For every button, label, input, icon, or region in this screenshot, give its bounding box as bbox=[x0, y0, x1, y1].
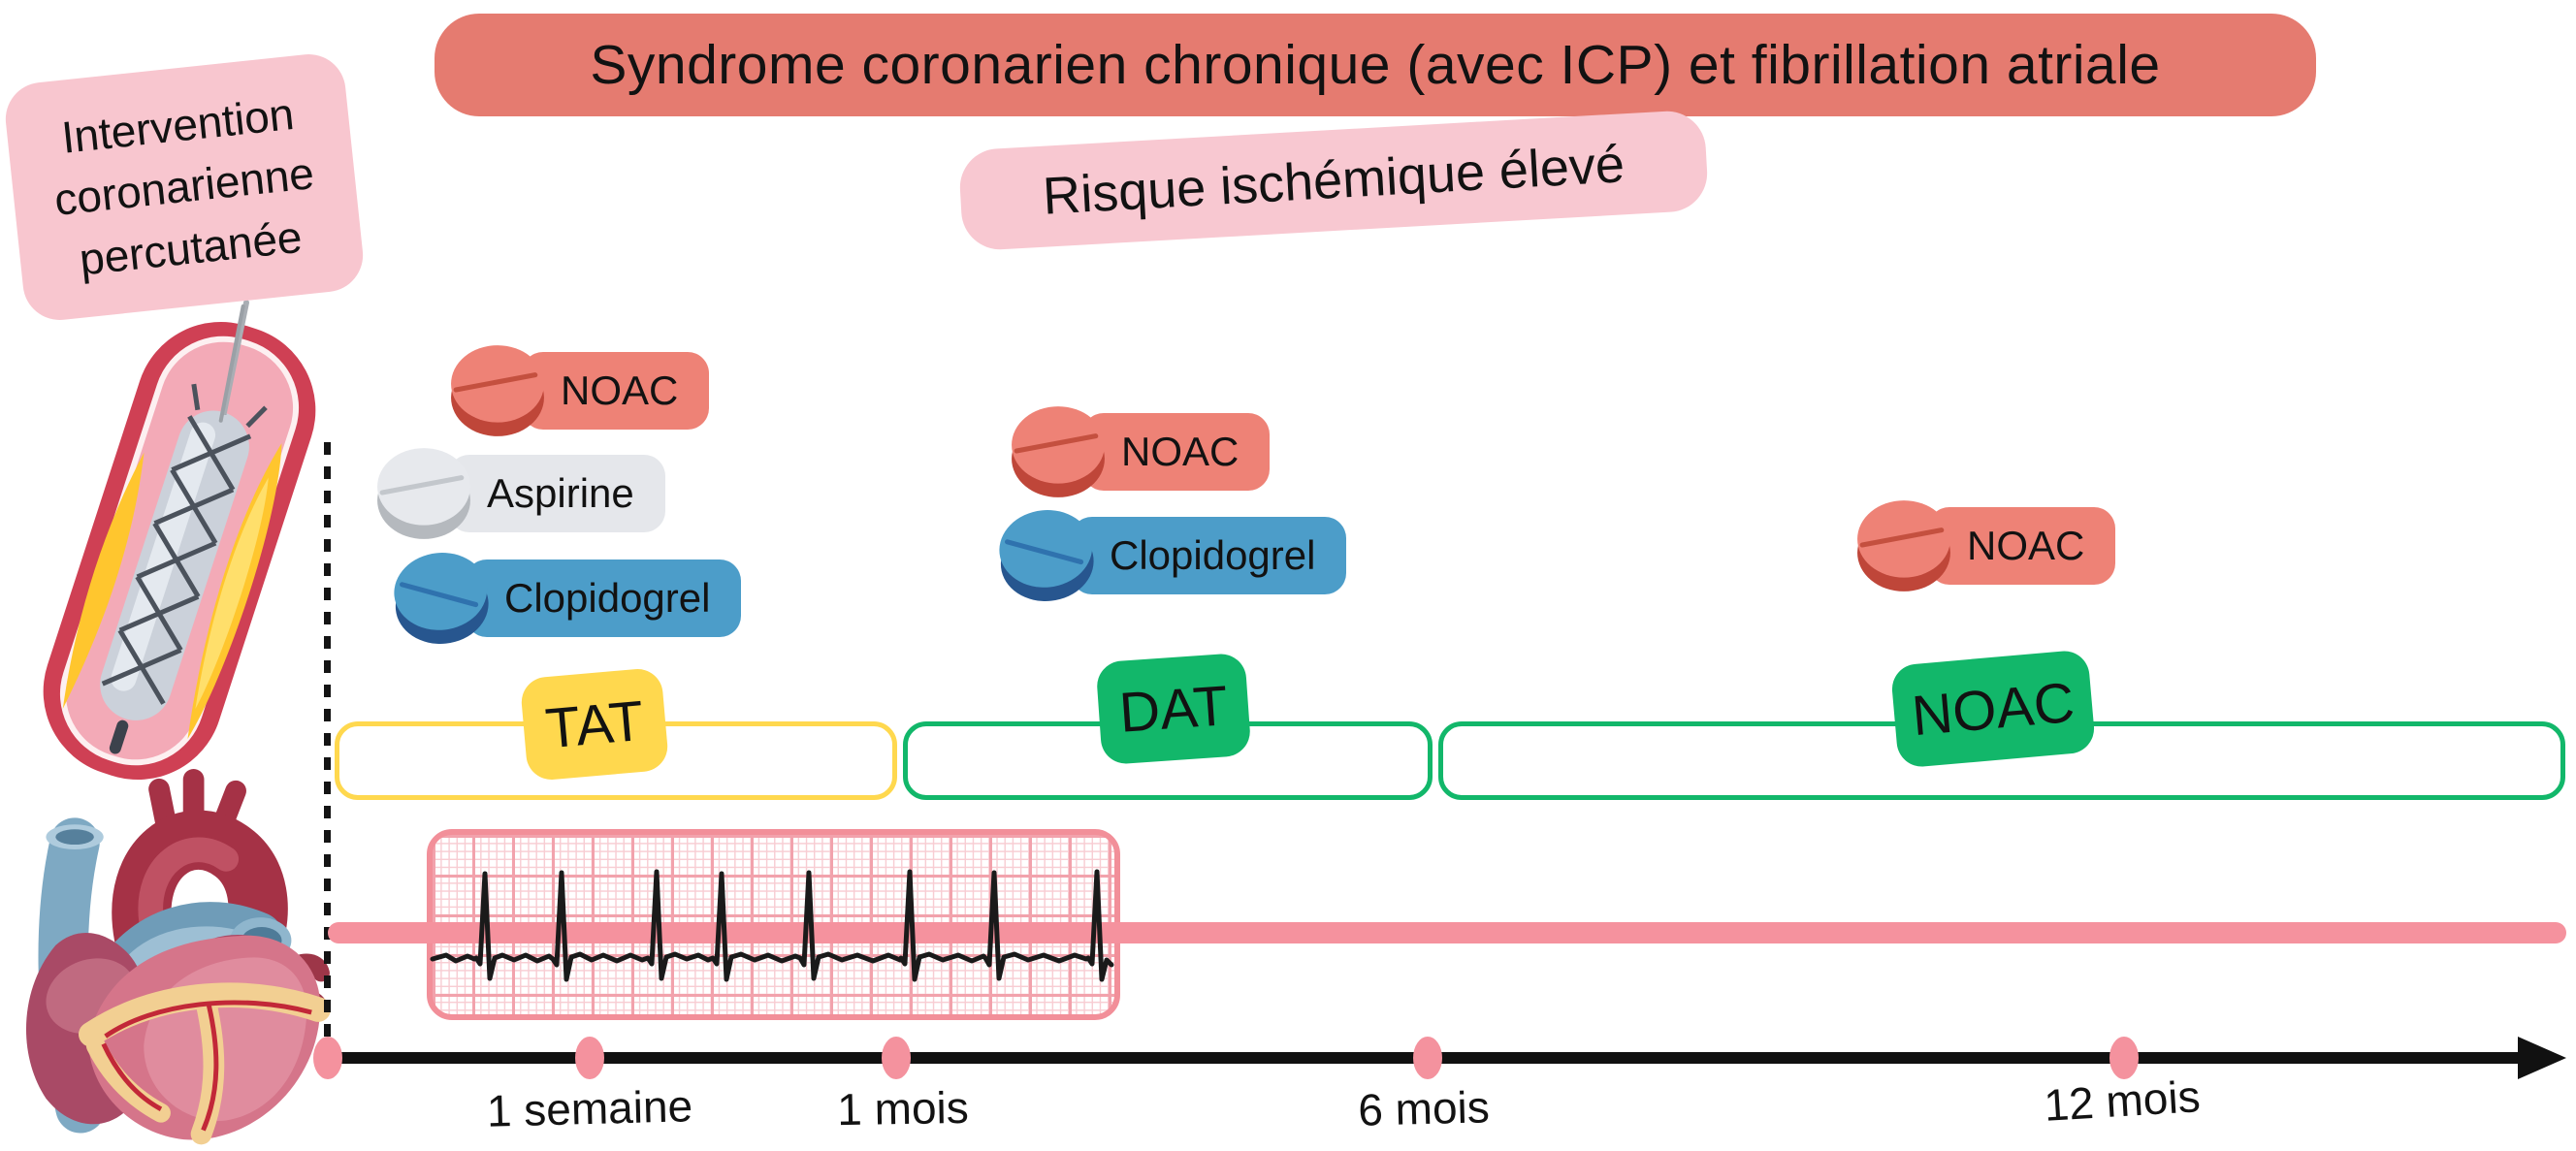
axis-dot-1-semaine bbox=[575, 1037, 604, 1079]
med-noac-initial: NOAC bbox=[448, 341, 710, 440]
stent-illustration bbox=[29, 300, 330, 793]
axis-dot-start bbox=[313, 1037, 342, 1079]
med-noac-longterm: NOAC bbox=[1854, 496, 2116, 595]
aspirine-label: Aspirine bbox=[448, 455, 665, 532]
med-aspirine: Aspirine bbox=[374, 444, 665, 543]
tick-label-6-mois: 6 mois bbox=[1357, 1081, 1491, 1135]
page-title-text: Syndrome coronarien chronique (avec ICP)… bbox=[590, 34, 2161, 96]
risk-subtitle: Risque ischémique élevé bbox=[957, 109, 1710, 252]
pci-callout: Intervention coronarienne percutanée bbox=[2, 50, 367, 324]
med-noac-dat: NOAC bbox=[1009, 402, 1271, 501]
timeline-band bbox=[328, 922, 2566, 943]
afib-ecg-trace bbox=[430, 869, 1114, 982]
tick-label-1-semaine: 1 semaine bbox=[486, 1080, 693, 1136]
page-title: Syndrome coronarien chronique (avec ICP)… bbox=[435, 14, 2316, 116]
risk-subtitle-text: Risque ischémique élevé bbox=[1041, 135, 1626, 226]
noac-pill-icon bbox=[1012, 406, 1105, 497]
coronary-stent-icon bbox=[43, 300, 316, 781]
clopidogrel-pill-icon bbox=[394, 553, 489, 644]
noac-pill-icon bbox=[451, 345, 544, 436]
phase-tag-dat: DAT bbox=[1095, 652, 1252, 766]
med-clopidogrel-initial: Clopidogrel bbox=[392, 549, 742, 648]
axis-dot-6-mois bbox=[1413, 1037, 1442, 1079]
axis-dot-12-mois bbox=[2109, 1037, 2139, 1079]
pci-moment-dotted-line bbox=[324, 442, 331, 1057]
med-clopidogrel-dat: Clopidogrel bbox=[997, 506, 1347, 605]
aspirine-pill-icon bbox=[377, 448, 470, 539]
clopidogrel-label: Clopidogrel bbox=[1071, 517, 1347, 594]
noac-pill-icon bbox=[1857, 500, 1950, 591]
noac-label: NOAC bbox=[522, 352, 710, 430]
phase-tag-tat: TAT bbox=[519, 666, 670, 783]
tick-label-1-mois: 1 mois bbox=[836, 1081, 970, 1135]
axis-dot-1-mois bbox=[882, 1037, 911, 1079]
clopidogrel-label: Clopidogrel bbox=[466, 560, 742, 637]
heart-illustration bbox=[0, 768, 331, 1151]
phase-tag-noac: NOAC bbox=[1889, 649, 2097, 769]
anatomical-heart-icon bbox=[25, 768, 331, 1145]
tick-label-12-mois: 12 mois bbox=[2043, 1071, 2202, 1131]
noac-label: NOAC bbox=[1928, 507, 2116, 585]
clopidogrel-pill-icon bbox=[999, 510, 1094, 601]
time-axis-arrowhead bbox=[2518, 1037, 2566, 1079]
noac-label: NOAC bbox=[1082, 413, 1271, 491]
